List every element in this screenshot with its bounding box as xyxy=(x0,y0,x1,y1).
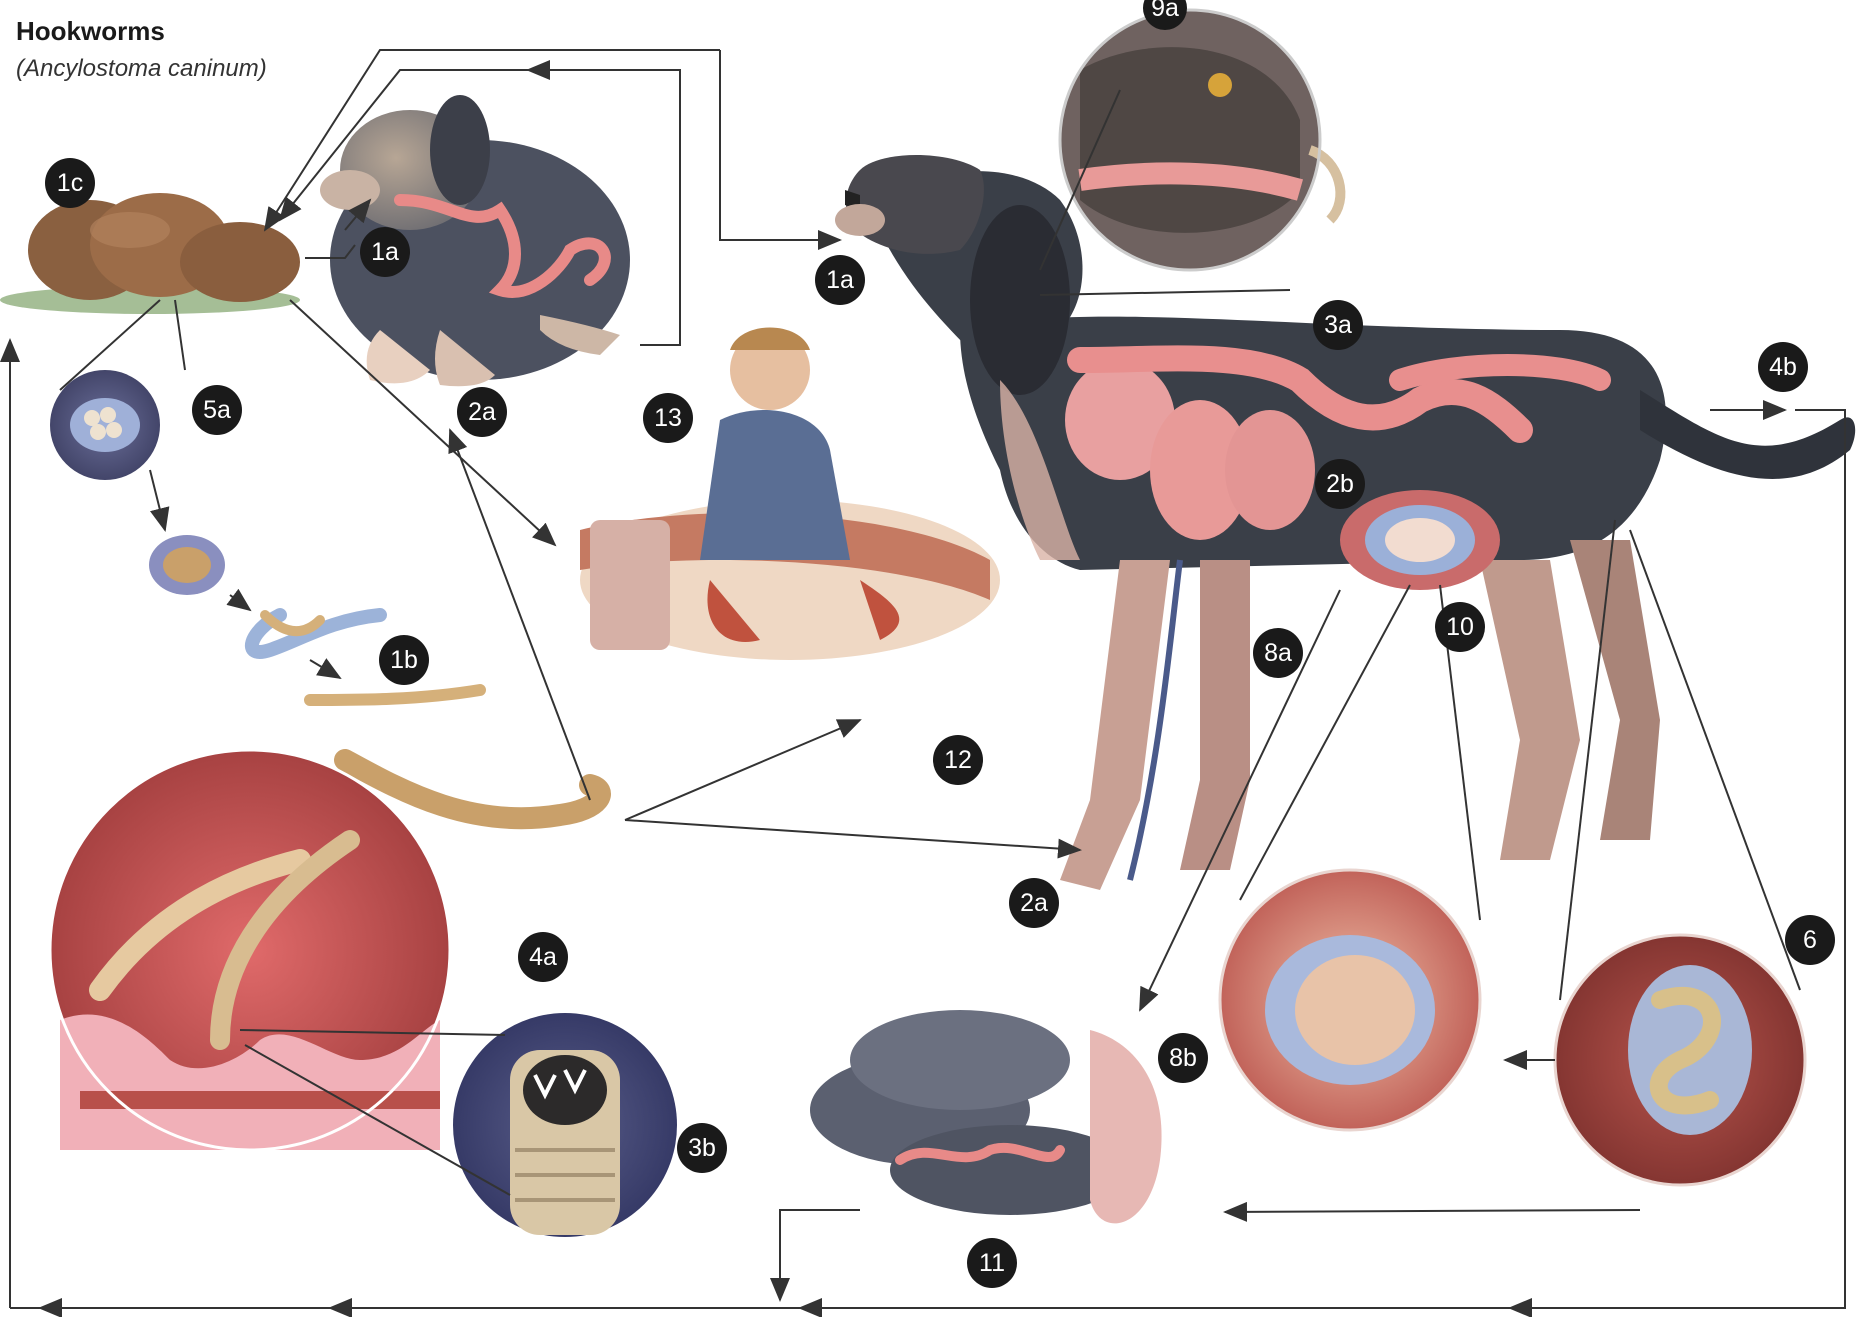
badge-3b: 3b xyxy=(677,1123,727,1173)
muscle-inset xyxy=(1555,935,1805,1185)
label-12: 12 xyxy=(944,746,972,774)
intestine-inset xyxy=(50,750,450,1150)
diagram-title: Hookworms xyxy=(16,16,165,47)
badge-4b: 4b xyxy=(1758,342,1808,392)
diagram-subtitle: (Ancylostoma caninum) xyxy=(16,55,267,83)
label-13: 13 xyxy=(654,404,682,432)
badge-13: 13 xyxy=(643,393,693,443)
boy-sandbox-illustration xyxy=(580,328,1000,661)
adult-dog-illustration xyxy=(835,155,1855,890)
label-9a: 9a xyxy=(1151,0,1179,22)
badge-2b: 2b xyxy=(1315,459,1365,509)
label-4a: 4a xyxy=(529,943,557,971)
label-2b: 2b xyxy=(1326,470,1354,498)
badge-5a: 5a xyxy=(192,385,242,435)
badge-1a-dog: 1a xyxy=(815,255,865,305)
badge-2a-top: 2a xyxy=(457,387,507,437)
badge-6: 6 xyxy=(1785,915,1835,965)
badge-8a: 8a xyxy=(1253,628,1303,678)
head-inset xyxy=(1060,10,1340,270)
label-5a: 5a xyxy=(203,396,231,424)
label-1c: 1c xyxy=(57,169,83,197)
uterus-inset xyxy=(1220,870,1480,1130)
badge-4a: 4a xyxy=(518,932,568,982)
badge-1c: 1c xyxy=(45,158,95,208)
badge-10: 10 xyxy=(1435,602,1485,652)
label-4b: 4b xyxy=(1769,353,1797,381)
label-2a-paw: 2a xyxy=(1020,889,1048,917)
label-8a: 8a xyxy=(1264,639,1292,667)
label-10: 10 xyxy=(1446,613,1474,641)
label-1b: 1b xyxy=(390,646,418,674)
label-1a-dog: 1a xyxy=(826,266,854,294)
label-11: 11 xyxy=(979,1249,1005,1277)
label-3a: 3a xyxy=(1324,311,1352,339)
label-6: 6 xyxy=(1803,926,1817,954)
badge-12: 12 xyxy=(933,735,983,785)
badge-1a-puppy: 1a xyxy=(360,227,410,277)
badge-11: 11 xyxy=(967,1238,1017,1288)
label-2a-top: 2a xyxy=(468,398,496,426)
nursing-puppies-illustration xyxy=(810,1010,1162,1223)
badge-3a: 3a xyxy=(1313,300,1363,350)
badge-2a-paw: 2a xyxy=(1009,878,1059,928)
label-3b: 3b xyxy=(688,1134,716,1162)
badge-8b: 8b xyxy=(1158,1033,1208,1083)
label-8b: 8b xyxy=(1169,1044,1197,1072)
feces-illustration xyxy=(0,193,300,314)
badge-1b: 1b xyxy=(379,635,429,685)
egg-inset xyxy=(50,370,160,480)
label-1a-puppy: 1a xyxy=(371,238,399,266)
mouth-inset xyxy=(453,1013,677,1237)
